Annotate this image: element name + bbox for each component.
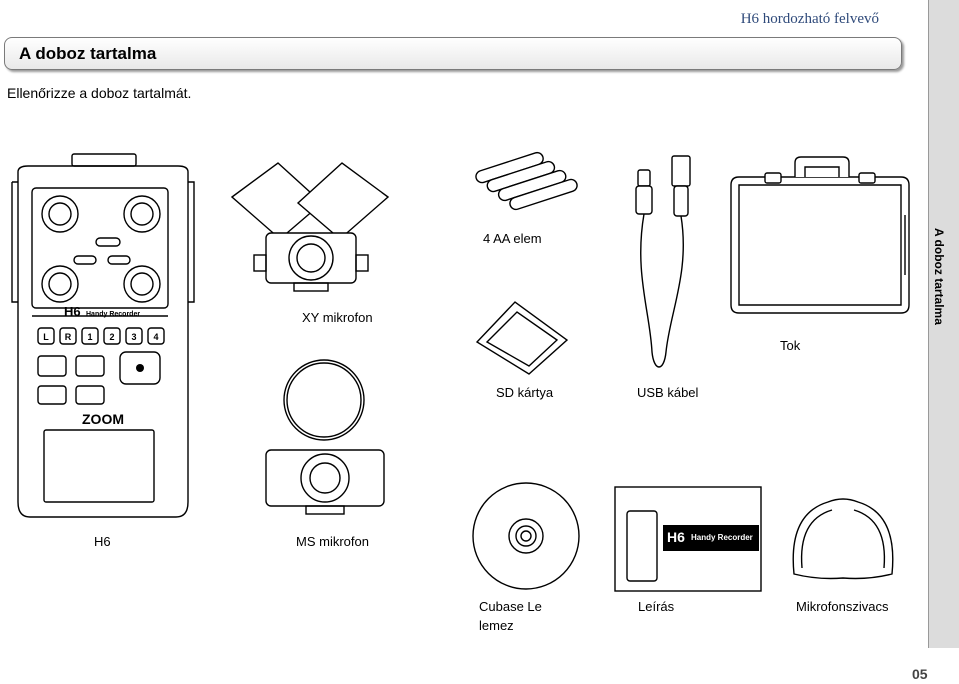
track-button-label: 3: [131, 332, 136, 342]
ms-mic-label: MS mikrofon: [296, 534, 369, 549]
h6-label: H6: [94, 534, 111, 549]
intro-text: Ellenőrizze a doboz tartalmát.: [7, 85, 192, 101]
stop-button[interactable]: [37, 355, 67, 377]
batteries-label: 4 AA elem: [483, 231, 542, 246]
mic-gain-knob-3[interactable]: [123, 195, 161, 233]
track-button-4[interactable]: [147, 327, 165, 345]
track-button-1[interactable]: [81, 327, 99, 345]
mic-gain-knob-1[interactable]: [41, 195, 79, 233]
manual-subtitle-text: Handy Recorder: [691, 533, 753, 542]
manual-illustration: H6 Handy Recorder: [614, 486, 762, 592]
fast-forward-button[interactable]: [75, 385, 105, 405]
h6-recorder-illustration: H6 Handy Recorder L R 1 2 3 4 ZOOM: [11, 153, 195, 518]
track-button-2[interactable]: [103, 327, 121, 345]
windscreen-illustration: [792, 498, 894, 580]
mic-gain-knob-4[interactable]: [123, 265, 161, 303]
case-label: Tok: [780, 338, 801, 353]
usb-cable-label: USB kábel: [637, 385, 699, 400]
track-button-label: 4: [153, 332, 158, 342]
track-button-label: R: [65, 332, 72, 342]
usb-cable-illustration: [635, 155, 691, 368]
xy-mic-label: XY mikrofon: [302, 310, 373, 325]
side-tab[interactable]: A doboz tartalma: [928, 0, 959, 648]
manual-label: Leírás: [638, 599, 675, 614]
batteries-illustration: [475, 151, 578, 211]
device-logo-text: ZOOM: [82, 411, 124, 427]
section-title-bar: A doboz tartalma: [4, 37, 902, 70]
windscreen-label: Mikrofonszivacs: [796, 599, 889, 614]
mic-gain-knob-2[interactable]: [41, 265, 79, 303]
rewind-button[interactable]: [37, 385, 67, 405]
track-button-label: 2: [109, 332, 114, 342]
device-brand-text: H6: [64, 304, 81, 319]
page-number: 05: [912, 666, 928, 682]
record-button[interactable]: [119, 351, 161, 385]
track-button-3[interactable]: [125, 327, 143, 345]
case-illustration: [730, 156, 910, 314]
cubase-disc-label: Cubase Le lemez: [479, 599, 542, 633]
track-button-label: 1: [87, 332, 92, 342]
side-tab-label: A doboz tartalma: [932, 228, 946, 325]
track-button-l[interactable]: [37, 327, 55, 345]
manual-brand-text: H6: [667, 529, 685, 545]
sd-card-illustration: [475, 301, 569, 375]
device-model-text: Handy Recorder: [86, 311, 140, 318]
xy-mic-illustration: [230, 162, 390, 292]
device-display: [43, 429, 155, 503]
section-title: A doboz tartalma: [19, 44, 157, 63]
cubase-disc-illustration: [472, 482, 580, 590]
track-button-label: L: [43, 332, 49, 342]
ms-mic-illustration: [265, 359, 385, 515]
page-header-title: H6 hordozható felvevő: [740, 11, 879, 27]
sd-card-label: SD kártya: [496, 385, 554, 400]
play-pause-button[interactable]: [75, 355, 105, 377]
track-button-r[interactable]: [59, 327, 77, 345]
